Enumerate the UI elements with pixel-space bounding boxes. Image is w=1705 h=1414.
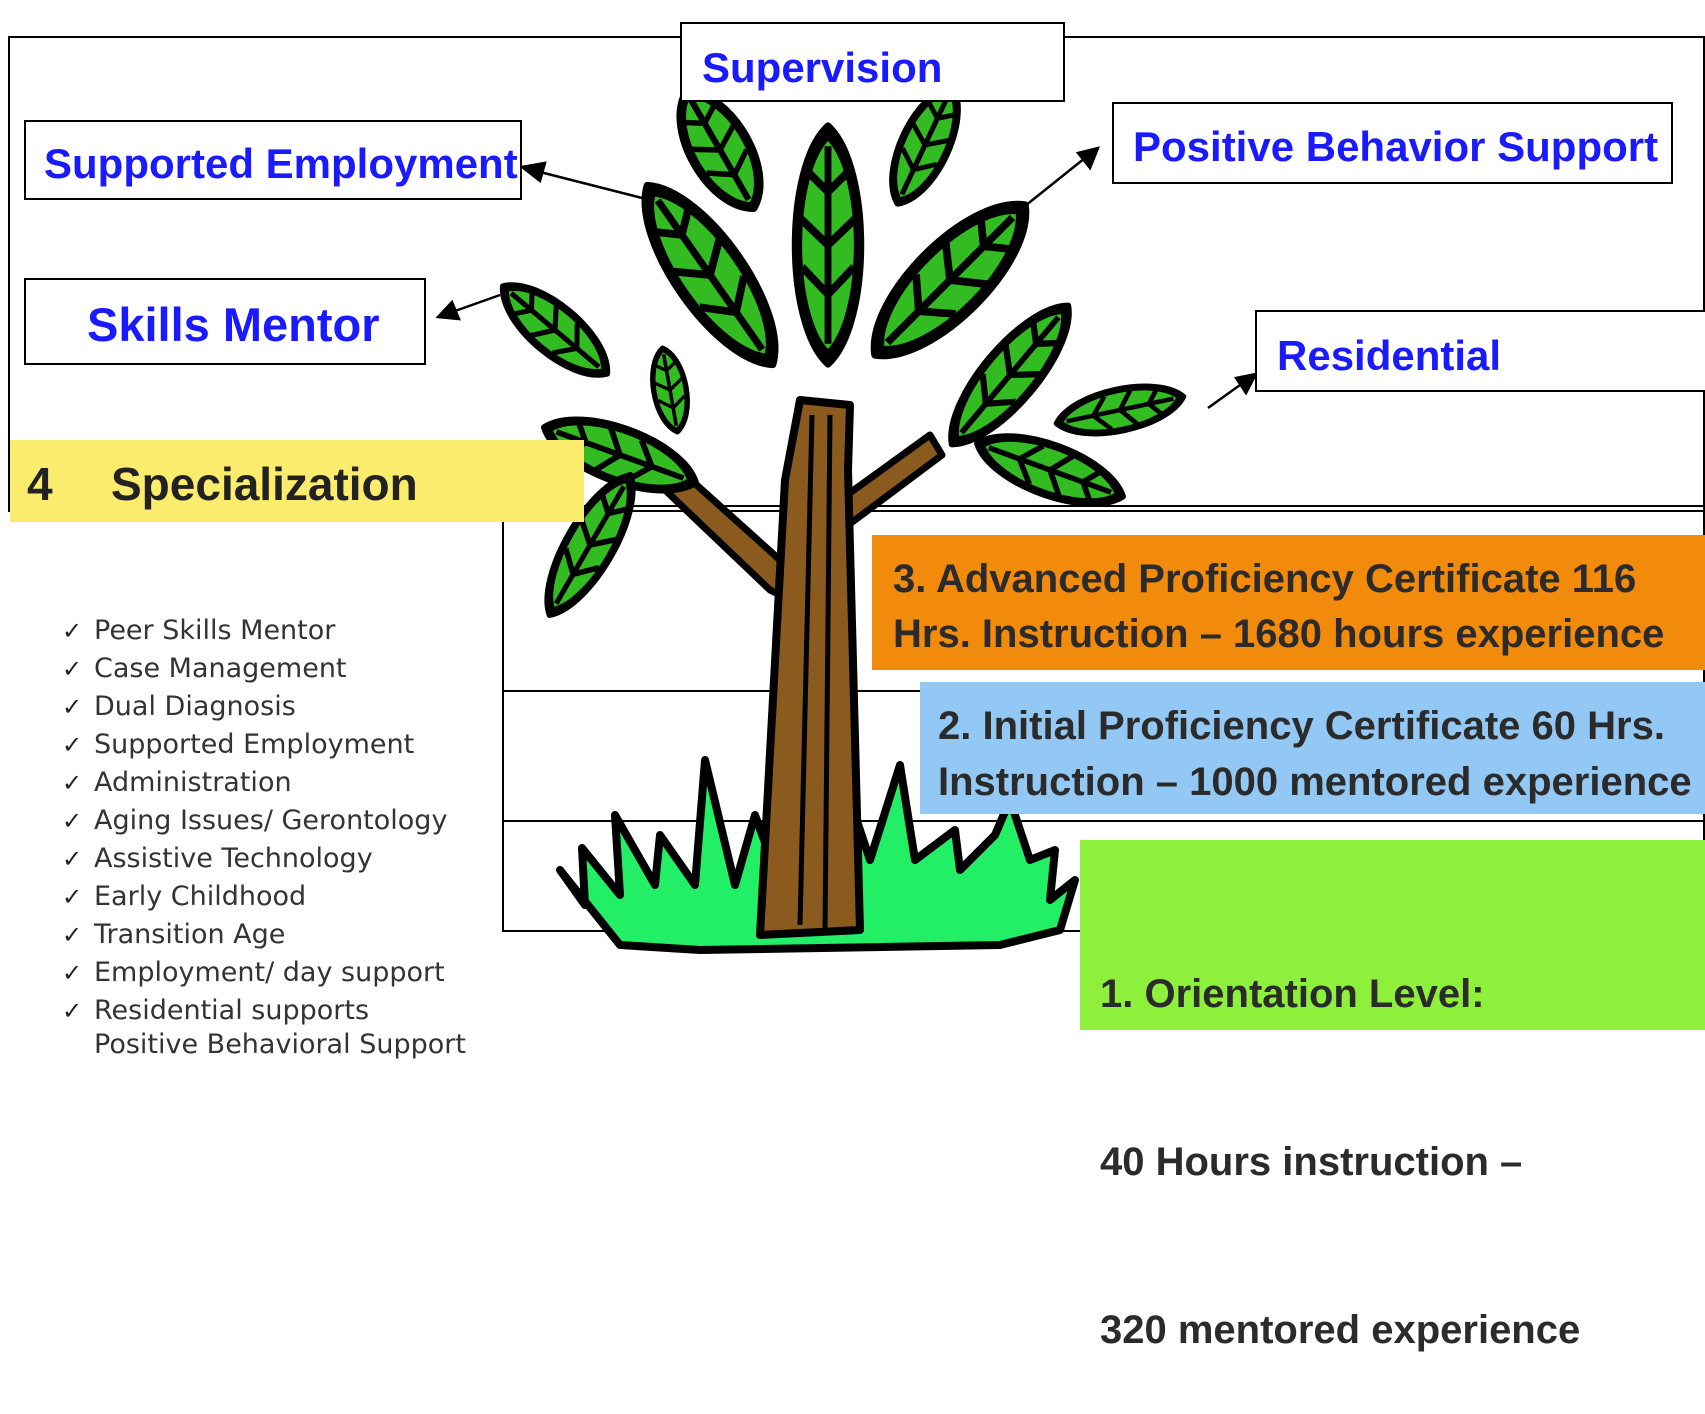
leaf bbox=[647, 346, 693, 434]
specialization-number: 4 bbox=[27, 458, 53, 510]
specialization-banner: 4 Specialization bbox=[10, 440, 584, 522]
supervision-label: Supervision bbox=[680, 22, 1065, 102]
list-item: ✓Early Childhood bbox=[62, 878, 466, 916]
advanced-line-2: Hrs. Instruction – 1680 hours experience bbox=[893, 612, 1665, 656]
check-mark-icon: ✓ bbox=[62, 693, 83, 721]
leaf bbox=[1054, 377, 1186, 443]
orientation-level-box: 1. Orientation Level: 40 Hours instructi… bbox=[1080, 840, 1705, 1352]
check-mark-icon: ✓ bbox=[62, 617, 83, 645]
level-divider-2 bbox=[502, 820, 1705, 822]
leaf bbox=[623, 170, 797, 379]
initial-line-1: 2. Initial Proficiency Certificate 60 Hr… bbox=[938, 704, 1665, 748]
skills-mentor-text: Skills Mentor bbox=[87, 298, 380, 351]
positive-behavior-support-label: Positive Behavior Support bbox=[1112, 102, 1673, 184]
list-item-trailer: Positive Behavioral Support bbox=[94, 1029, 466, 1060]
check-mark-icon: ✓ bbox=[62, 807, 83, 835]
grass bbox=[556, 756, 1079, 954]
supported-employment-label: Supported Employment bbox=[24, 120, 522, 200]
orientation-line-1: 1. Orientation Level: bbox=[1100, 972, 1485, 1016]
list-item: ✓Residential supports bbox=[62, 992, 466, 1030]
list-item: ✓Dual Diagnosis bbox=[62, 688, 466, 726]
orientation-line-2: 40 Hours instruction – bbox=[1100, 1140, 1523, 1184]
initial-proficiency-box: 2. Initial Proficiency Certificate 60 Hr… bbox=[920, 682, 1705, 814]
check-mark-icon: ✓ bbox=[62, 921, 83, 949]
specialization-title: Specialization bbox=[111, 458, 418, 510]
supported-employment-text: Supported Employment bbox=[44, 140, 518, 187]
supervision-text: Supervision bbox=[702, 44, 943, 91]
check-mark-icon: ✓ bbox=[62, 959, 83, 987]
check-mark-icon: ✓ bbox=[62, 769, 83, 797]
check-mark-icon: ✓ bbox=[62, 997, 83, 1025]
list-item: ✓Employment/ day support bbox=[62, 954, 466, 992]
list-item: ✓Assistive Technology bbox=[62, 840, 466, 878]
list-item: ✓Case Management bbox=[62, 650, 466, 688]
list-item: ✓Peer Skills Mentor bbox=[62, 612, 466, 650]
list-item: ✓Supported Employment bbox=[62, 726, 466, 764]
tree-illustration bbox=[435, 0, 1259, 954]
initial-line-2: Instruction – 1000 mentored experience bbox=[938, 760, 1692, 804]
list-item: ✓Aging Issues/ Gerontology bbox=[62, 802, 466, 840]
advanced-line-1: 3. Advanced Proficiency Certificate 116 bbox=[893, 557, 1637, 601]
residential-label: Residential bbox=[1255, 310, 1705, 392]
leaf bbox=[971, 422, 1129, 519]
check-mark-icon: ✓ bbox=[62, 883, 83, 911]
leaf bbox=[490, 270, 621, 390]
leaf bbox=[797, 131, 859, 359]
positive-behavior-support-text: Positive Behavior Support bbox=[1133, 123, 1659, 170]
residential-text: Residential bbox=[1277, 332, 1502, 379]
check-mark-icon: ✓ bbox=[62, 845, 83, 873]
check-mark-icon: ✓ bbox=[62, 731, 83, 759]
check-mark-icon: ✓ bbox=[62, 655, 83, 683]
specialization-checklist: ✓Peer Skills Mentor ✓Case Management ✓Du… bbox=[62, 612, 466, 1064]
orientation-line-3: 320 mentored experience bbox=[1100, 1308, 1581, 1352]
advanced-proficiency-box: 3. Advanced Proficiency Certificate 116 … bbox=[872, 535, 1705, 670]
list-item: ✓Administration bbox=[62, 764, 466, 802]
skills-mentor-label: Skills Mentor bbox=[24, 278, 426, 365]
list-item: ✓Transition Age bbox=[62, 916, 466, 954]
